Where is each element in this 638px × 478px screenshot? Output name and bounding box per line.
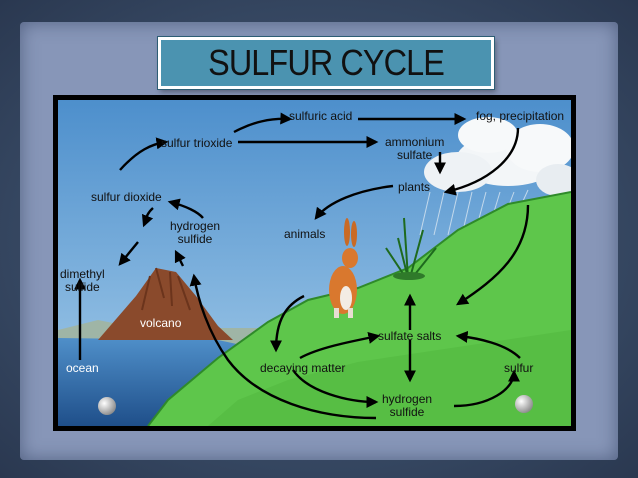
plant [385,217,437,280]
sphere-left [98,397,116,415]
label-ocean: ocean [66,361,99,375]
clouds [424,117,571,196]
cycle-arrows [74,112,530,420]
label-decaying-matter: decaying matter [260,361,346,375]
label-volcano: volcano [140,316,182,330]
rabbit [329,218,358,318]
label-sulfate-salts: sulfate salts [378,329,442,343]
label-hydrogen-sulfide-top: hydrogen sulfide [170,219,221,246]
label-fog-precipitation: fog, precipitation [476,109,565,123]
label-animals: animals [284,227,326,241]
label-dimethyl-sulfide: dimethyl sulfide [60,267,105,294]
sphere-right [515,395,533,413]
title-box: SULFUR CYCLE [158,37,494,89]
diagram-illustration [58,100,571,426]
label-sulfur: sulfur [504,361,534,375]
label-hydrogen-sulfide-bottom: hydrogen sulfide [382,392,433,419]
label-plants: plants [398,180,431,194]
label-sulfur-dioxide: sulfur dioxide [91,190,162,204]
label-ammonium-sulfate: ammonium sulfate [385,135,445,162]
volcano [98,268,233,340]
label-sulfuric-acid: sulfuric acid [289,109,353,123]
slide-title: SULFUR CYCLE [208,42,445,83]
sulfur-cycle-diagram: sulfuric acid fog, precipitation sulfur … [58,100,571,426]
label-sulfur-trioxide: sulfur trioxide [161,136,233,150]
